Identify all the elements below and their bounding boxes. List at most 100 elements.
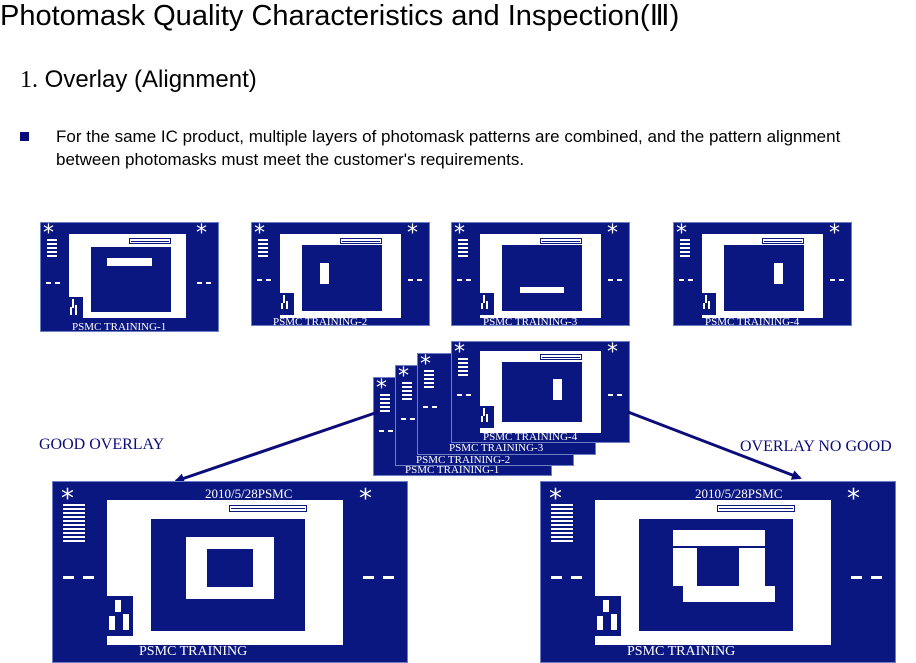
dash-mark: [206, 282, 211, 284]
section-number: 1.: [20, 67, 38, 93]
good-overlay-mask: * * 2010/5/28PSMC PSMC TRAINING: [52, 481, 408, 663]
alignment-tick: [483, 295, 485, 303]
good-overlay-label: GOOD OVERLAY: [39, 436, 165, 453]
alignment-tick: [708, 301, 710, 309]
misaligned-bar-top: [673, 530, 765, 546]
dash-mark: [408, 279, 413, 281]
star-icon: *: [847, 484, 860, 514]
dash-mark: [417, 279, 422, 281]
overlay-pattern-inner: [207, 549, 253, 587]
bar-code-mark: [47, 239, 57, 259]
dash-mark: [466, 279, 471, 281]
bar-code-mark: [424, 370, 434, 390]
alignment-tick: [286, 301, 288, 309]
misaligned-bar-bottom: [683, 586, 775, 602]
alignment-tick: [486, 301, 488, 309]
dash-mark: [457, 394, 462, 396]
dash-mark: [401, 418, 406, 420]
section-heading: 1. Overlay (Alignment): [20, 66, 257, 94]
alignment-tick: [123, 614, 129, 630]
pattern-horizontal-bar: [107, 258, 152, 266]
alignment-tick: [481, 416, 483, 422]
alignment-tick: [109, 616, 115, 630]
star-icon: *: [829, 222, 840, 246]
bar-code-mark: [258, 239, 268, 259]
mask-label: PSMC TRAINING-2: [273, 316, 368, 326]
mask-name: PSMC TRAINING: [139, 644, 248, 659]
alignment-tick: [283, 295, 285, 303]
bar-code-mark: [551, 504, 573, 542]
dash-mark: [871, 576, 882, 579]
section-title: Overlay (Alignment): [38, 66, 257, 93]
star-icon: *: [454, 341, 465, 365]
mask-layer-4: * * PSMC TRAINING-4: [673, 222, 852, 326]
pattern-vertical-bar: [774, 263, 783, 284]
pattern-window: [724, 245, 804, 311]
alignment-tick: [597, 616, 603, 630]
pattern-window: [302, 245, 382, 311]
dash-mark: [410, 418, 415, 420]
dash-mark: [466, 394, 471, 396]
title-bar-mark: [340, 238, 382, 244]
pattern-vertical-bar: [320, 263, 329, 284]
stack-label-3: PSMC TRAINING-3: [449, 442, 544, 454]
dash-mark: [55, 282, 60, 284]
star-icon: *: [454, 222, 465, 246]
dash-mark: [63, 576, 74, 579]
bullet-square-icon: [20, 132, 29, 141]
title-bar-mark: [540, 354, 582, 360]
title-bar-mark: [540, 238, 582, 244]
dash-mark: [830, 279, 835, 281]
bullet-text: For the same IC product, multiple layers…: [56, 127, 841, 169]
alignment-tick: [75, 305, 77, 315]
pattern-window: [502, 362, 582, 422]
pattern-window: [502, 245, 582, 311]
dash-mark: [46, 282, 51, 284]
dash-mark: [608, 394, 613, 396]
dash-mark: [457, 279, 462, 281]
dash-mark: [839, 279, 844, 281]
star-icon: *: [407, 222, 418, 246]
dash-mark: [383, 576, 394, 579]
bar-code-mark: [680, 239, 690, 259]
title-bar-mark: [717, 505, 795, 512]
dash-mark: [551, 576, 562, 579]
dash-mark: [617, 279, 622, 281]
mask-layer-3: * * PSMC TRAINING-3: [451, 222, 630, 326]
stack-label-1: PSMC TRAINING-1: [405, 464, 500, 476]
dash-mark: [266, 279, 271, 281]
star-icon: *: [607, 341, 618, 365]
title-bar-mark: [762, 238, 804, 244]
bar-code-mark: [458, 358, 468, 378]
alignment-tick: [486, 414, 488, 422]
dash-mark: [379, 430, 384, 432]
alignment-tick: [483, 408, 485, 416]
misaligned-bar-right: [739, 548, 765, 586]
dash-mark: [571, 576, 582, 579]
dash-mark: [363, 576, 374, 579]
bar-code-mark: [380, 394, 390, 414]
pattern-vertical-bar: [553, 379, 562, 400]
dash-mark: [608, 279, 613, 281]
pattern-window: [91, 247, 171, 312]
stacked-mask-4: * * PSMC TRAINING-4: [451, 341, 630, 443]
star-icon: *: [196, 222, 207, 246]
star-icon: *: [43, 222, 54, 246]
overlay-no-good-label: OVERLAY NO GOOD: [740, 438, 892, 455]
star-icon: *: [676, 222, 687, 246]
dash-mark: [617, 394, 622, 396]
star-icon: *: [376, 377, 387, 401]
no-good-overlay-mask: * * 2010/5/28PSMC PSMC TRAINING: [540, 481, 896, 663]
dash-mark: [432, 406, 437, 408]
bar-code-mark: [63, 504, 85, 542]
dash-mark: [423, 406, 428, 408]
star-icon: *: [398, 365, 409, 389]
mask-label: PSMC TRAINING-4: [705, 316, 800, 326]
date-stamp: 2010/5/28PSMC: [205, 486, 293, 501]
dash-mark: [197, 282, 202, 284]
alignment-tick: [481, 303, 483, 309]
mask-name: PSMC TRAINING: [627, 644, 736, 659]
alignment-tick: [705, 295, 707, 303]
alignment-tick: [115, 600, 121, 612]
